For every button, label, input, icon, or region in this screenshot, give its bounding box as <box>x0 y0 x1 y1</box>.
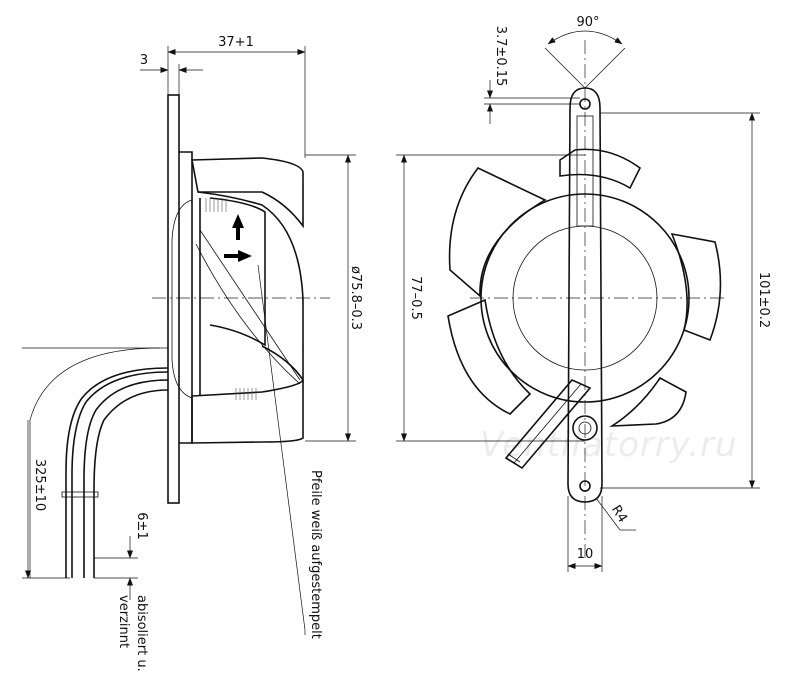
strip-note-line1: abisoliert u. <box>134 595 149 672</box>
blade-hatching <box>205 198 257 400</box>
strip-length-dimension: 6±1 <box>134 512 149 539</box>
blade-upper <box>191 157 304 229</box>
depth-dimension: 37+1 <box>218 35 254 50</box>
fan-hub-outer <box>480 193 690 403</box>
cable-grommet <box>572 415 598 441</box>
blade-lower <box>191 379 304 444</box>
mounting-plate <box>167 94 180 504</box>
cable-length-dimension: 325±10 <box>32 459 47 511</box>
side-view: 37+1 3 ø75.8–0.3 325±10 6±1 abisoliert u… <box>22 35 363 672</box>
arrows-stamp-note: Pfeile weiß aufgestempelt <box>308 470 323 639</box>
cable-exit <box>504 379 592 470</box>
bracket-length-dimension: 101±0.2 <box>756 272 771 328</box>
housing-diameter-dimension: ø75.8–0.3 <box>348 266 363 330</box>
angle-dimension: 90° <box>576 15 599 30</box>
front-dimensions <box>396 30 760 572</box>
direction-arrow-up-icon <box>232 214 244 240</box>
motor-base <box>179 151 193 444</box>
blade-edge <box>199 229 301 381</box>
mounting-bracket <box>567 87 603 503</box>
fan-diameter-dimension: 77–0.5 <box>408 276 423 320</box>
hole-offset-dimension: 3.7±0.15 <box>493 26 508 87</box>
direction-arrow-right-icon <box>224 250 252 262</box>
width-dimension: 10 <box>577 547 594 562</box>
side-dimensions <box>22 46 356 635</box>
flange-thickness-dimension: 3 <box>140 53 148 68</box>
radius-dimension: R4 <box>608 503 630 526</box>
front-view: 90° 3.7±0.15 77–0.5 101±0.2 R4 10 <box>396 15 771 572</box>
cable <box>61 367 169 578</box>
strip-note-line2: verzinnt <box>116 595 131 648</box>
watermark: Ventilatorry.ru <box>480 425 738 465</box>
mounting-hole-bottom <box>579 480 591 492</box>
impeller-blades <box>447 148 722 427</box>
